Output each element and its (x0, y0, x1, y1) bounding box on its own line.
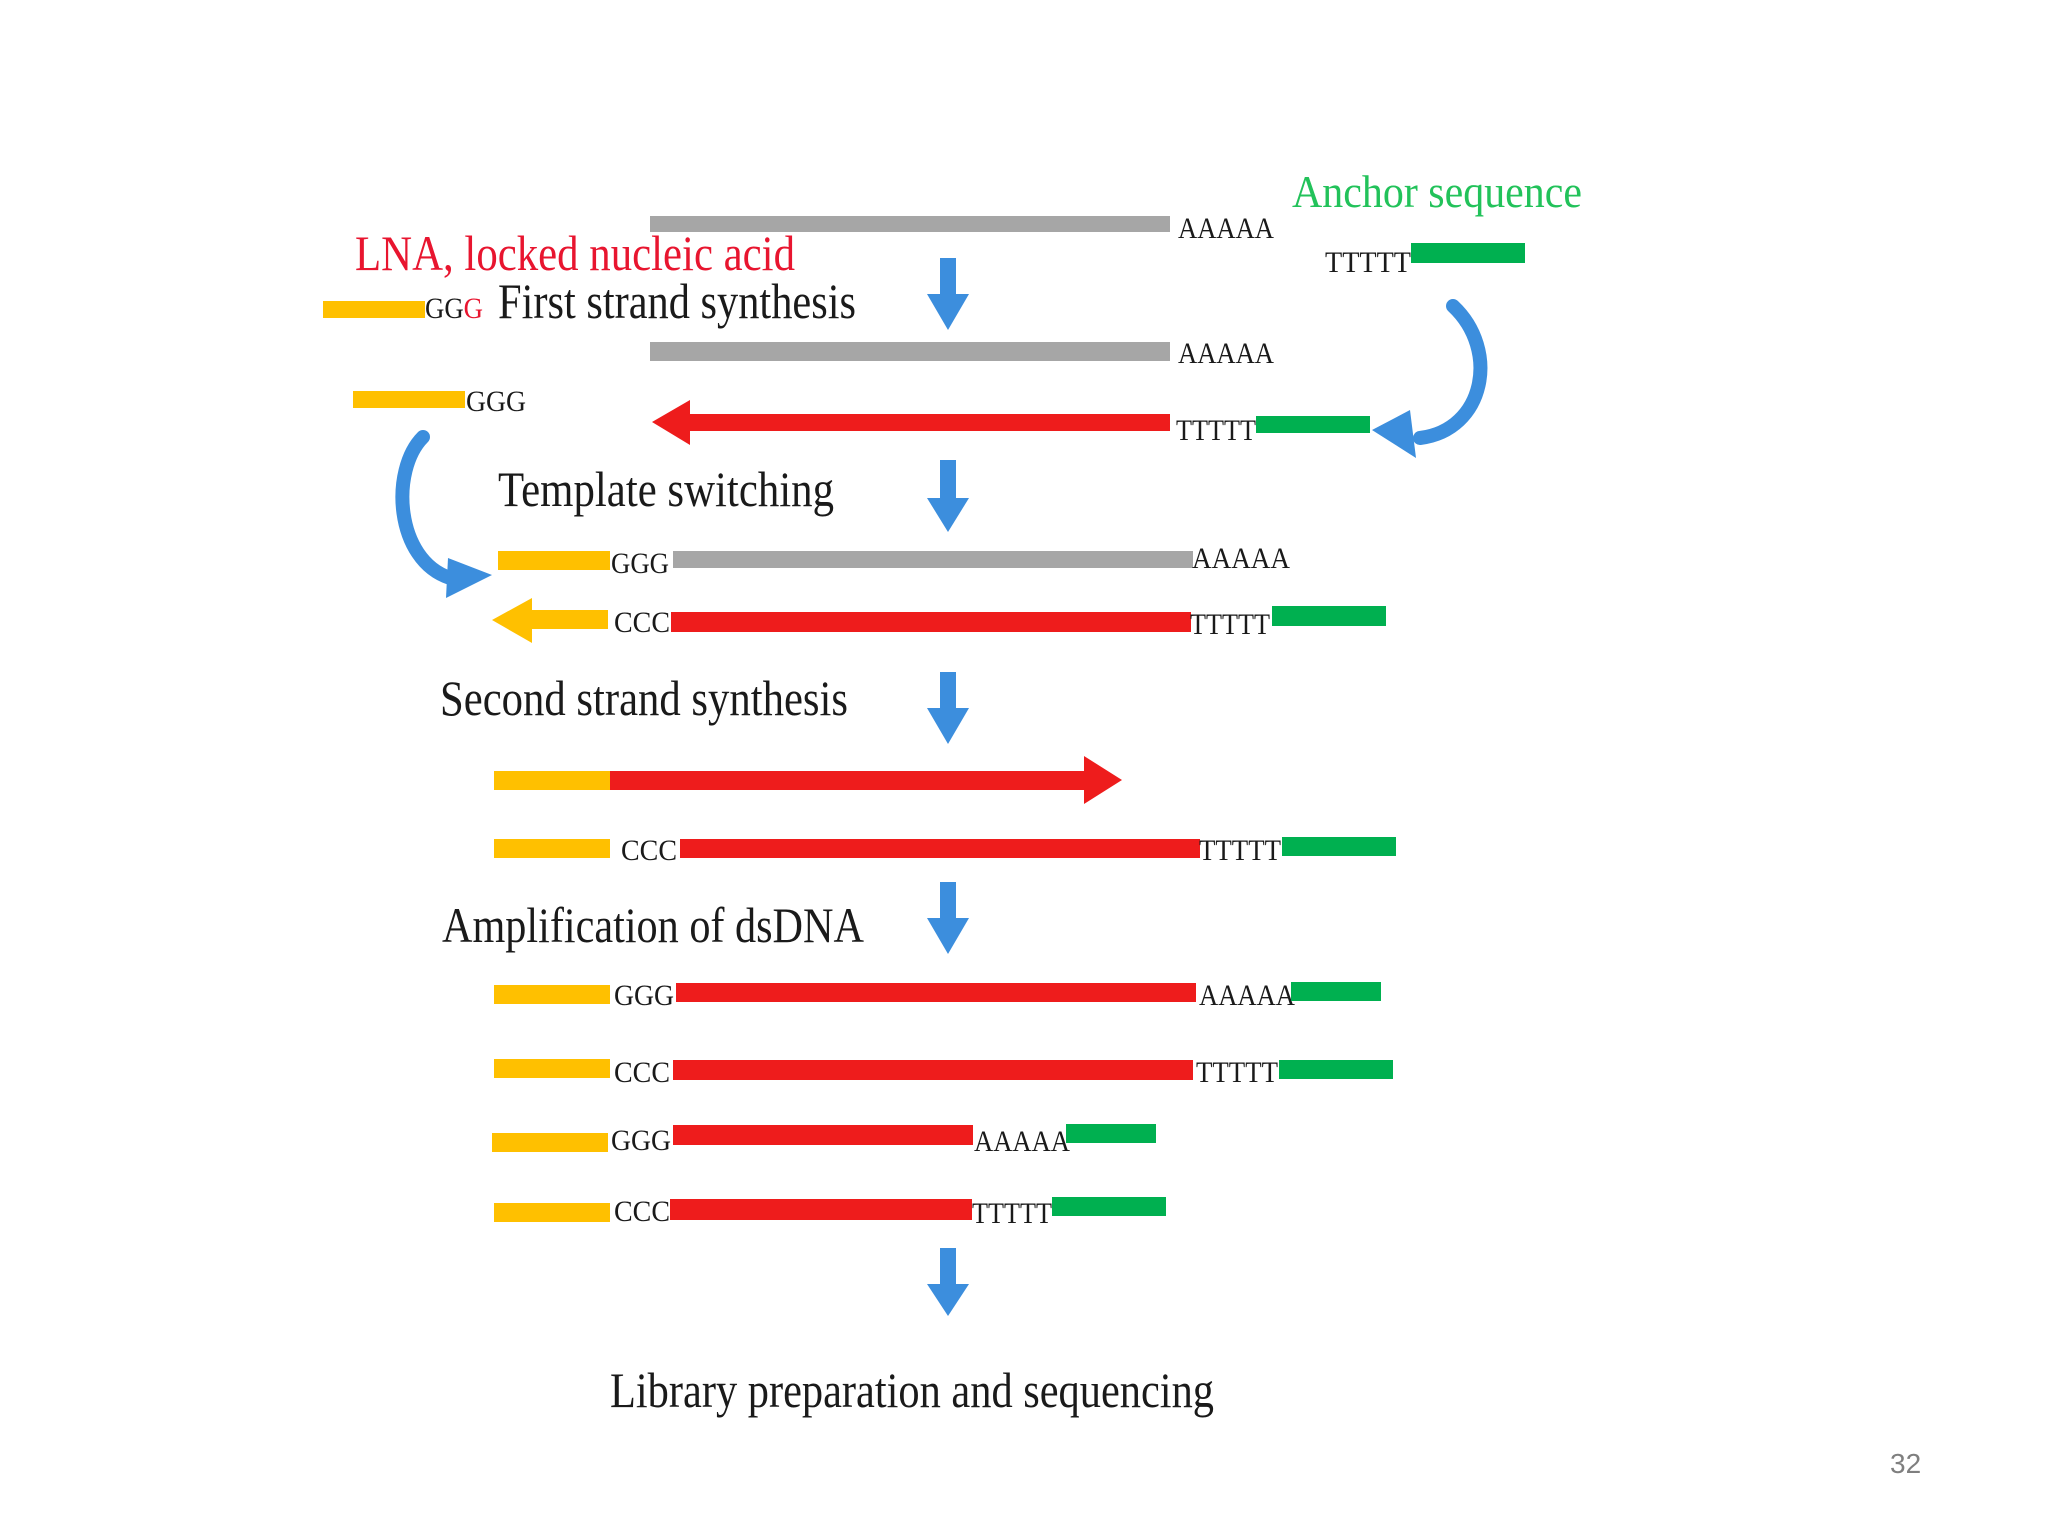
second-strand-arrowhead-icon (1084, 756, 1122, 804)
cdna-strand (671, 612, 1191, 632)
amplicon-red-bar (673, 1060, 1193, 1080)
ccc-label: CCC (614, 606, 670, 639)
tso-ggg-label: GGG (466, 385, 526, 418)
oligo-dt-label: TTTTT (1196, 1056, 1278, 1089)
anchor-sequence-bar (1256, 416, 1370, 433)
cdna-strand (680, 839, 1200, 858)
tso-yellow-bar (498, 551, 610, 570)
polya-tail-label: AAAAA (1178, 337, 1274, 370)
down-arrow-icon (927, 258, 969, 330)
amplicon-red-bar (670, 1199, 972, 1220)
down-arrow-icon (927, 672, 969, 744)
polya-tail-label: AAAAA (1199, 979, 1295, 1012)
tso-yellow-bar (353, 391, 465, 408)
second-strand-bar (610, 771, 1086, 790)
tso-complement-bar (528, 610, 608, 629)
library-preparation-label: Library preparation and sequencing (610, 1362, 1214, 1418)
down-arrow-icon (927, 882, 969, 954)
amplicon-yellow-bar (494, 985, 610, 1004)
tso-ggg-label: GGG (614, 979, 674, 1012)
curved-arrow-icon (1372, 299, 1488, 458)
amplification-label: Amplification of dsDNA (442, 897, 864, 953)
tso-ggg-label: GGG (611, 547, 669, 580)
first-strand-synthesis-label: First strand synthesis (498, 273, 856, 329)
cdna-arrowhead-icon (652, 400, 690, 445)
amplicon-green-bar (1279, 1060, 1393, 1079)
second-strand-synthesis-label: Second strand synthesis (440, 670, 848, 726)
polya-tail-label: AAAAA (1192, 542, 1290, 575)
curved-arrow-icon (395, 430, 492, 598)
amplicon-green-bar (1291, 982, 1381, 1001)
anchor-sequence-bar (1282, 837, 1396, 856)
down-arrow-icon (927, 1248, 969, 1316)
tso-yellow-bar (323, 301, 425, 318)
amplicon-yellow-bar (494, 1203, 610, 1222)
cdna-strand (688, 414, 1170, 431)
polya-tail-label: AAAAA (1178, 212, 1274, 245)
tso-yellow-bar (494, 839, 610, 858)
amplicon-yellow-bar (494, 1059, 610, 1078)
polya-tail-label: AAAAA (974, 1125, 1070, 1158)
primer-yellow-bar (494, 771, 610, 790)
ccc-label: CCC (614, 1195, 670, 1228)
tso-ggg-label: GGG (425, 292, 483, 325)
oligo-dt-label: TTTTT (972, 1197, 1052, 1230)
amplicon-red-bar (676, 983, 1196, 1002)
tso-ggg-label: GGG (611, 1124, 671, 1157)
anchor-sequence-bar (1411, 243, 1525, 263)
lna-g-text: G (464, 292, 483, 325)
template-switching-label: Template switching (498, 461, 834, 517)
down-arrow-icon (927, 460, 969, 532)
oligo-dt-label: TTTTT (1190, 608, 1270, 641)
mrna-strand (650, 216, 1170, 232)
slide-number: 32 (1890, 1448, 1922, 1479)
anchor-sequence-label: Anchor sequence (1292, 166, 1582, 217)
amplicon-green-bar (1066, 1124, 1156, 1143)
anchor-sequence-bar (1272, 606, 1386, 626)
ccc-label: CCC (621, 834, 677, 867)
lna-label: LNA, locked nucleic acid (355, 225, 795, 281)
ccc-label: CCC (614, 1056, 670, 1089)
amplicon-yellow-bar (492, 1133, 608, 1152)
tso-gg-text: GG (425, 292, 464, 325)
mrna-strand (673, 551, 1193, 568)
oligo-dt-label: TTTTT (1199, 834, 1281, 867)
tso-complement-arrowhead-icon (492, 598, 532, 643)
oligo-dt-label: TTTTT (1176, 414, 1256, 447)
amplicon-green-bar (1052, 1197, 1166, 1216)
amplicon-red-bar (673, 1125, 973, 1145)
mrna-strand (650, 342, 1170, 361)
oligo-dt-label: TTTTT (1325, 246, 1411, 279)
